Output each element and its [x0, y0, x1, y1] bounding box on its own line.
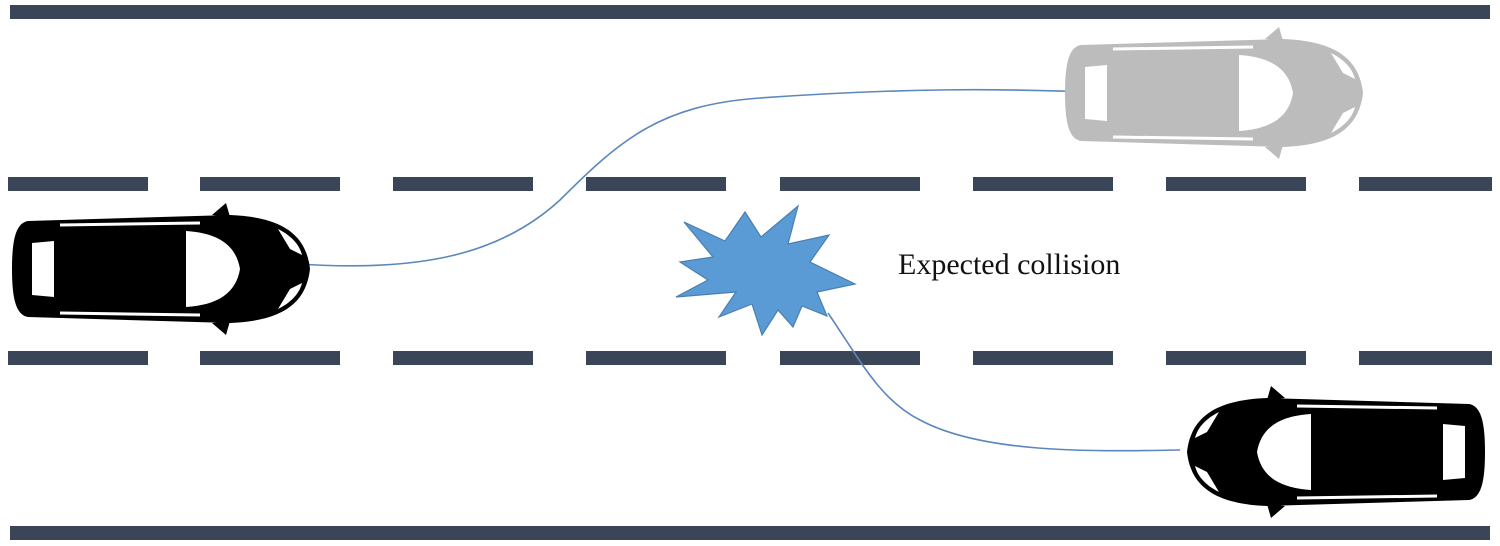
lane-dash: [973, 351, 1113, 365]
lane-dash: [1166, 177, 1306, 191]
lane-dash: [586, 177, 726, 191]
ego-vehicle: [12, 203, 310, 335]
car-icon: [1065, 27, 1363, 159]
lane-dash: [8, 177, 148, 191]
collision-burst-icon: [675, 204, 857, 337]
lane-dash: [393, 177, 533, 191]
road-edge-top: [10, 5, 1490, 19]
other-trajectory: [827, 312, 1181, 452]
lane-dash: [780, 351, 920, 365]
lane-dash: [200, 177, 340, 191]
ego-vehicle-ghost: [1065, 27, 1363, 159]
lane-dash: [586, 351, 726, 365]
other-vehicle: [1187, 386, 1485, 518]
collision-label: Expected collision: [898, 248, 1120, 281]
ego-trajectory: [297, 88, 1119, 267]
road-edge-bottom: [10, 526, 1490, 540]
lane-dash: [8, 351, 148, 365]
lane-dash: [1166, 351, 1306, 365]
lane-divider-lower: [8, 351, 1492, 365]
lane-dash: [393, 351, 533, 365]
car-icon: [1187, 386, 1485, 518]
lane-dash: [1359, 351, 1492, 365]
lane-dash: [1359, 177, 1492, 191]
lane-dash: [200, 351, 340, 365]
lane-dash: [780, 177, 920, 191]
lane-dash: [973, 177, 1113, 191]
car-icon: [12, 203, 310, 335]
lane-divider-upper: [8, 177, 1492, 191]
